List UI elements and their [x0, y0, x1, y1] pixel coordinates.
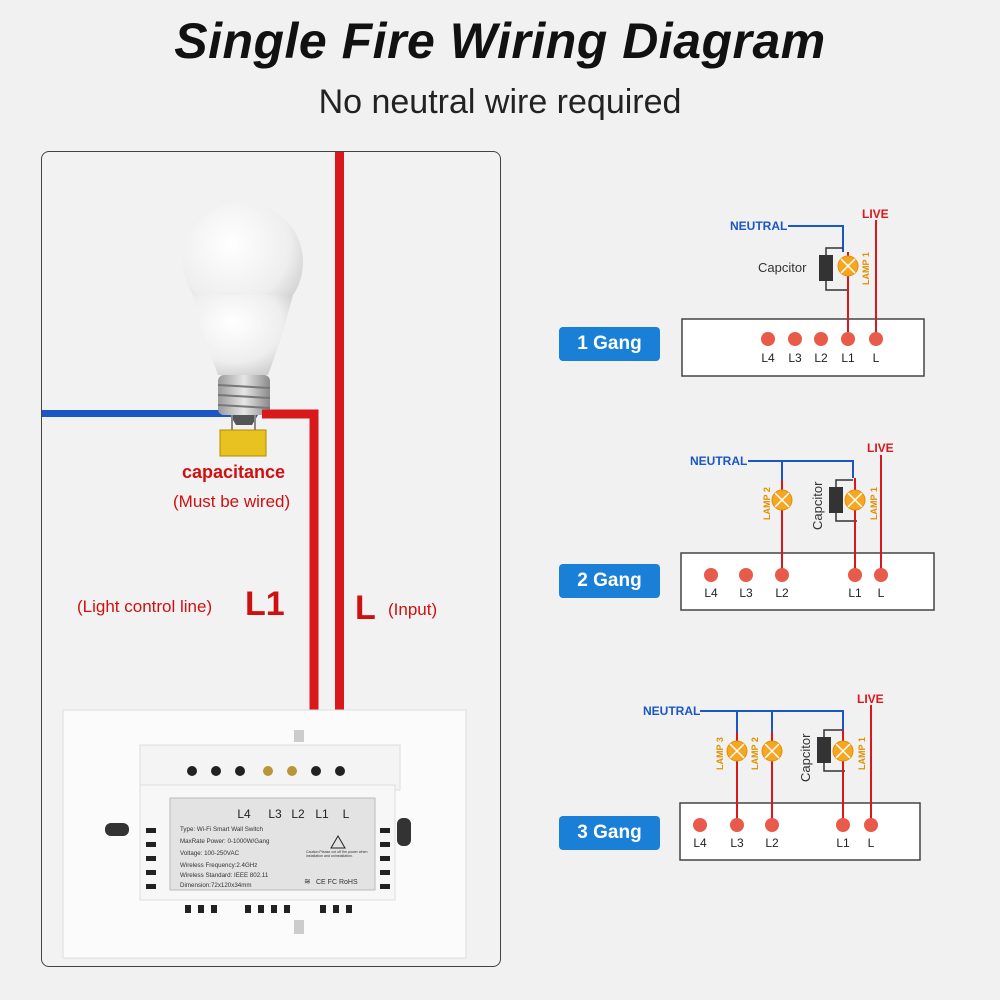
terminal-label: L3	[730, 836, 744, 850]
wifi-icon: ≋	[304, 877, 311, 886]
spec-line: MaxRate Power: 0-1000W/Gang	[180, 838, 270, 845]
lamp-label: LAMP 2	[750, 737, 760, 770]
lamp-label: LAMP 1	[869, 487, 879, 520]
terminal-label: L4	[761, 351, 775, 365]
cert-marks: CE FC RoHS	[316, 879, 358, 886]
l1-control-wire	[262, 409, 319, 772]
terminal-label: L2	[765, 836, 779, 850]
switch-terminal-label: L1	[315, 807, 329, 821]
l-note: (Input)	[388, 600, 438, 619]
gang-3-label: 3 Gang	[559, 816, 660, 850]
warning-icon	[330, 835, 346, 849]
page-title: Single Fire Wiring Diagram	[174, 13, 826, 69]
lamp-label: LAMP 1	[857, 737, 867, 770]
capacitor-label: Capcitor	[758, 260, 807, 275]
light-bulb-icon	[183, 202, 303, 425]
terminal-label: L	[873, 351, 880, 365]
terminal-label: L2	[775, 586, 789, 600]
switch-terminal-label: L3	[268, 807, 282, 821]
capacitor-icon	[219, 415, 267, 457]
terminal-label: L3	[788, 351, 802, 365]
l1-note: (Light control line)	[77, 597, 213, 616]
terminal-label: L1	[841, 351, 855, 365]
lamp-label: LAMP 1	[861, 252, 871, 285]
spec-line: Wireless Standard: IEEE 802.11	[180, 872, 269, 879]
caution-text: Caution:Please cut off the power when in…	[306, 850, 368, 858]
gang-3-diagram: NEUTRAL LAMP 3 LAMP 2 Capcitor LAMP 1 LI…	[643, 692, 921, 861]
terminal-label: L	[868, 836, 875, 850]
l-input-wire	[335, 152, 344, 772]
switch-terminal-label: L2	[291, 807, 305, 821]
terminal-label: L4	[693, 836, 707, 850]
live-label: LIVE	[862, 207, 889, 221]
spec-line: Type: Wi-Fi Smart Wall Switch	[180, 826, 264, 833]
terminal-label: L1	[848, 586, 862, 600]
neutral-label: NEUTRAL	[690, 454, 747, 468]
terminal-label: L1	[836, 836, 850, 850]
lamp-label: LAMP 3	[715, 737, 725, 770]
capacitor-label: Capcitor	[798, 733, 813, 782]
neutral-label: NEUTRAL	[730, 219, 787, 233]
capacitor-label: Capcitor	[810, 481, 825, 530]
page-subtitle: No neutral wire required	[318, 83, 682, 121]
switch-terminal-label: L4	[237, 807, 251, 821]
spec-line: Dimension:72x120x34mm	[180, 882, 252, 889]
capacitor-icon	[829, 487, 843, 513]
gang-2-label: 2 Gang	[559, 564, 660, 598]
capacitor-icon	[819, 255, 833, 281]
gang-1-diagram: NEUTRAL Capcitor LAMP 1 LIVE L4 L3 L2 L1…	[681, 207, 925, 377]
terminal-label: L4	[704, 586, 718, 600]
spec-line: Voltage: 100-250VAC	[180, 850, 240, 857]
l-label: L	[355, 589, 376, 627]
capacitance-label: capacitance	[182, 462, 286, 482]
switch-terminal-label: L	[343, 807, 350, 821]
neutral-label: NEUTRAL	[643, 704, 700, 718]
terminal-label: L3	[739, 586, 753, 600]
live-label: LIVE	[857, 692, 884, 706]
capacitor-icon	[817, 737, 831, 763]
spec-line: Wireless Frequency:2.4GHz	[180, 862, 257, 869]
capacitance-note: (Must be wired)	[173, 492, 291, 511]
smart-switch: L4 L3 L2 L1 L Type: Wi-Fi Smart Wall Swi…	[62, 709, 467, 959]
live-label: LIVE	[867, 441, 894, 455]
terminal-label: L	[878, 586, 885, 600]
gang-1-label: 1 Gang	[559, 327, 660, 361]
lamp-label: LAMP 2	[762, 487, 772, 520]
l1-label: L1	[245, 585, 285, 623]
gang-2-diagram: NEUTRAL LAMP 2 Capcitor LAMP 1 LIVE L4 L…	[680, 441, 935, 611]
neutral-wire	[42, 410, 234, 417]
terminal-label: L2	[814, 351, 828, 365]
